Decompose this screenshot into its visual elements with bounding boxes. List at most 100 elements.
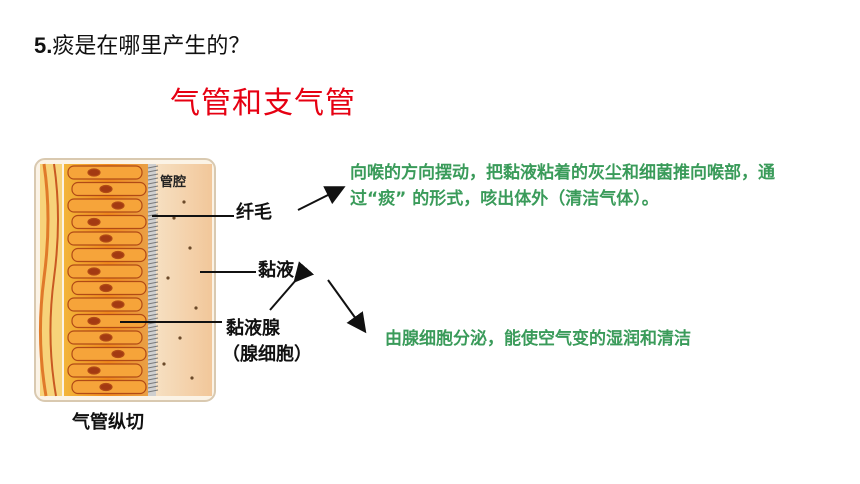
question-number: 5. xyxy=(34,33,53,58)
dust-particle xyxy=(190,376,194,380)
label-mucus: 黏液 xyxy=(258,260,294,281)
cell-nucleus xyxy=(87,267,101,276)
cilium xyxy=(147,389,159,393)
dust-particle xyxy=(182,200,186,204)
cell-nucleus xyxy=(99,382,113,392)
cilium xyxy=(147,293,159,297)
cilium xyxy=(147,301,159,305)
cilium xyxy=(147,185,159,189)
cilium xyxy=(147,377,159,381)
cilium xyxy=(147,345,159,349)
cilium xyxy=(147,221,159,225)
cilium xyxy=(147,341,159,345)
epithelial-cell xyxy=(67,363,143,378)
cilium xyxy=(147,177,159,181)
outer-layer xyxy=(40,164,62,396)
cilium xyxy=(147,277,159,281)
dust-particle xyxy=(166,276,170,280)
label-gland-cells: （腺细胞） xyxy=(222,344,312,365)
lumen-label: 管腔 xyxy=(160,174,186,190)
gland-description: 由腺细胞分泌，能使空气变的湿润和清洁 xyxy=(385,329,691,349)
cilium xyxy=(147,365,159,369)
cell-nucleus xyxy=(87,217,101,227)
cilium xyxy=(147,189,159,193)
cell-nucleus xyxy=(99,283,113,293)
cell-nucleus xyxy=(99,184,113,194)
cilium xyxy=(147,229,159,233)
cilium xyxy=(147,313,159,317)
cell-nucleus xyxy=(99,234,113,243)
cilium xyxy=(147,373,159,377)
cilium xyxy=(147,269,159,273)
cilium xyxy=(147,305,159,309)
cilium xyxy=(147,257,159,261)
cilium xyxy=(147,329,159,333)
cilium xyxy=(147,225,159,229)
cilium xyxy=(147,369,159,373)
cilium xyxy=(147,349,159,353)
answer-heading: 气管和支气管 xyxy=(170,86,356,121)
cilium xyxy=(147,249,159,253)
cilium xyxy=(147,245,159,249)
cell-nucleus xyxy=(87,316,101,326)
cilium xyxy=(147,357,159,361)
epithelial-cell xyxy=(71,247,147,263)
dust-particle xyxy=(172,216,176,220)
cilium xyxy=(147,281,159,285)
epithelial-cell xyxy=(67,264,143,279)
cilium xyxy=(147,337,159,341)
cilium xyxy=(147,289,159,293)
dust-particle xyxy=(188,246,192,250)
trachea-illustration: 管腔 xyxy=(34,158,216,402)
lumen-area xyxy=(152,164,212,396)
question-body: 痰是在哪里产生的？ xyxy=(52,34,251,59)
cilium xyxy=(147,385,159,389)
cell-nucleus xyxy=(99,333,113,342)
cilium xyxy=(147,353,159,357)
cilium xyxy=(147,217,159,221)
cilia-strands xyxy=(147,165,159,393)
cilium xyxy=(147,297,159,301)
epithelial-cell xyxy=(71,313,147,329)
cilium xyxy=(147,237,159,241)
cilium xyxy=(147,261,159,265)
dust-particles xyxy=(162,200,198,380)
cilium xyxy=(147,381,159,385)
cilium xyxy=(147,361,159,365)
cilium xyxy=(147,309,159,313)
label-cilia: 纤毛 xyxy=(236,202,272,223)
cell-layer xyxy=(67,165,147,395)
cilium xyxy=(147,201,159,205)
cell-nucleus xyxy=(111,349,125,359)
epithelial-cell xyxy=(67,297,143,312)
epithelial-cell xyxy=(67,198,143,213)
cilium xyxy=(147,233,159,237)
cilium xyxy=(147,173,159,177)
cilium xyxy=(147,253,159,257)
cilium xyxy=(147,333,159,337)
cilium xyxy=(147,165,159,169)
gland-arrow xyxy=(327,279,367,334)
cilium xyxy=(147,205,159,209)
illustration-caption: 气管纵切 xyxy=(72,412,144,433)
cilia-arrow xyxy=(297,186,346,211)
label-gland: 黏液腺 xyxy=(226,318,280,339)
dust-particle xyxy=(194,306,198,310)
epithelial-cell xyxy=(67,165,143,180)
epithelial-cell xyxy=(71,214,147,230)
cilium xyxy=(147,265,159,269)
cilium xyxy=(147,181,159,185)
cilium xyxy=(147,197,159,201)
cilium xyxy=(147,209,159,213)
cilium xyxy=(147,169,159,173)
cilium xyxy=(147,317,159,321)
cilia-description: 向喉的方向摆动，把黏液粘着的灰尘和细菌推向喉部，通过“痰” 的形式，咳出体外（清… xyxy=(350,163,775,209)
cilium xyxy=(147,193,159,197)
cilia-layer xyxy=(148,164,156,396)
cell-nucleus xyxy=(111,201,125,210)
cilium xyxy=(147,241,159,245)
epithelial-cell xyxy=(71,346,147,362)
question-text: 5.痰是在哪里产生的？ xyxy=(34,28,250,60)
cell-nucleus xyxy=(111,300,125,309)
cell-nucleus xyxy=(87,366,101,375)
